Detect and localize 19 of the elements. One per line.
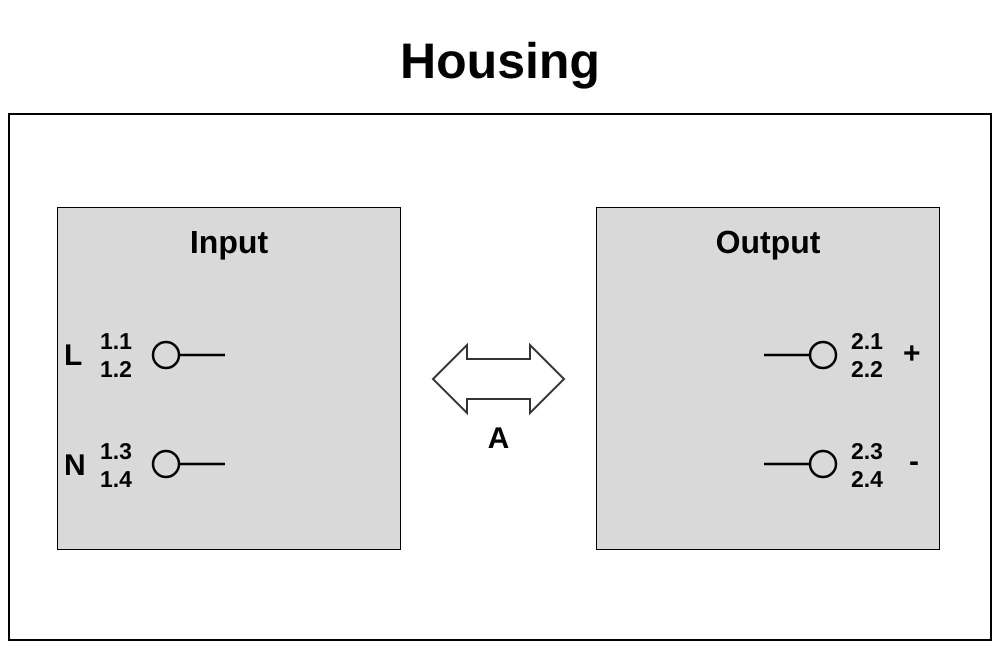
module-label: Input [188,223,270,262]
edge-label: A [486,423,510,455]
terminal-number: 2.4 [851,466,883,492]
terminal-number: 2.2 [851,356,883,382]
terminal-name: N [64,450,86,482]
terminal-name: L [64,340,82,372]
module-box [57,207,401,550]
terminal-number: 1.2 [100,356,132,382]
terminal-number: 1.3 [100,438,132,464]
module-box [596,207,940,550]
double-block-arrow [432,342,566,416]
terminal-number: 2.1 [851,328,883,354]
housing-label: Housing [399,32,601,91]
terminal-number: 1.4 [100,466,132,492]
terminal-name: + [903,338,921,370]
terminal-number: 1.1 [100,328,132,354]
terminal-number: 2.3 [851,438,883,464]
terminal-name: - [909,446,919,478]
module-label: Output [714,223,822,262]
